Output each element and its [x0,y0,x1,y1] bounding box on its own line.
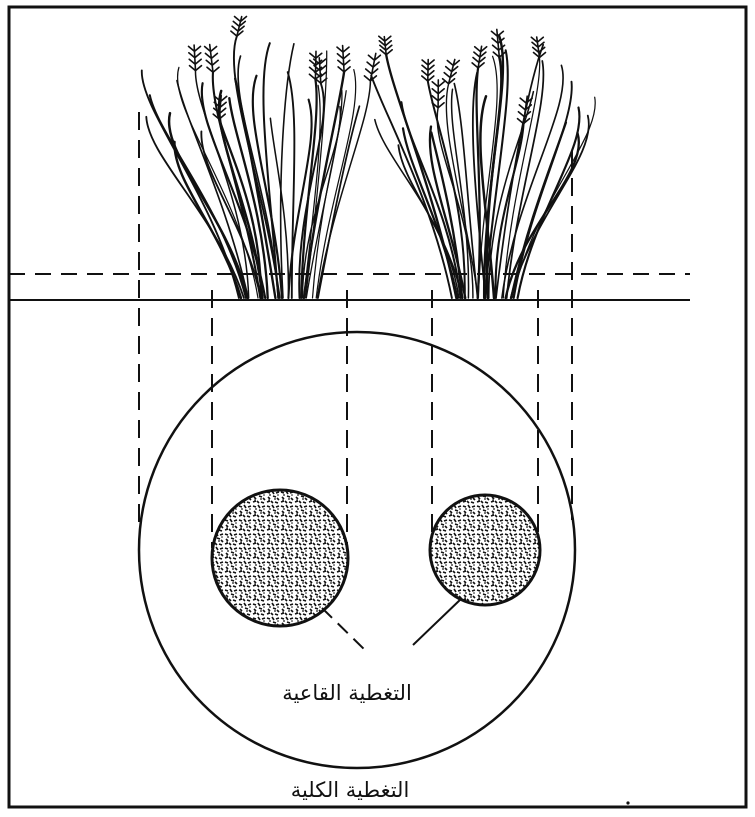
seed-head [189,45,202,71]
grass-blade [169,113,248,298]
seed-head [337,46,350,72]
seed-head [531,37,545,58]
grass-blade [317,81,370,298]
stray-mark [626,801,629,804]
grass-tuft-left [142,17,381,299]
seed-head [231,17,247,37]
pointer-line-right [413,598,462,645]
seed-head [432,80,444,108]
basal-cover-circle-left [212,490,348,626]
seed-head [443,59,460,83]
pointer-line-left [322,608,367,652]
seed-head [205,45,219,73]
seed-head [518,96,533,123]
seed-head [422,60,434,81]
basal-cover-circle-right [430,495,540,605]
basal-cover-label: التغطية القاعية [282,681,412,705]
grass-blade [477,68,480,298]
total-cover-label: التغطية الكلية [291,778,410,802]
grass-blade [386,55,456,298]
seed-head [472,46,487,68]
grass-tuft-right [371,29,595,298]
seed-head [491,29,505,57]
seed-head [379,36,392,55]
